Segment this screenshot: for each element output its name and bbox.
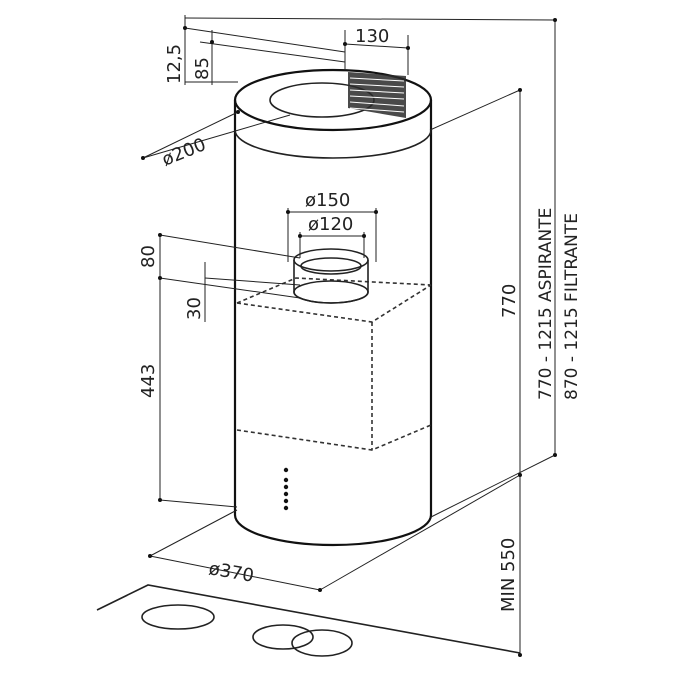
dim-770: 770 [499,284,520,318]
dim-150: ø150 [305,190,350,211]
dim-130: 130 [355,26,389,47]
dim-120: ø120 [308,214,353,235]
dimension-lines [142,15,556,655]
dim-80: 80 [138,245,159,268]
control-buttons [283,467,289,511]
dim-85: 85 [192,57,213,80]
dim-200: ø200 [159,134,209,170]
dim-filtrante: 870 - 1215 FILTRANTE [562,213,582,400]
cooktop-plane [96,584,521,657]
hood-cylinder [233,68,433,547]
dimension-dots [141,18,557,657]
dim-12-5: 12,5 [164,44,185,84]
dim-370: ø370 [207,558,255,587]
dim-aspirante: 770 - 1215 ASPIRANTE [536,208,556,400]
top-grill [348,72,406,118]
dim-min-550: MIN 550 [498,538,519,612]
dim-30: 30 [184,297,205,320]
dimension-labels: 12,5 85 130 ø200 ø150 ø120 80 30 443 770… [138,26,582,612]
duct-collar [293,248,369,304]
internal-motor-box [236,277,432,451]
dim-443: 443 [138,364,159,398]
